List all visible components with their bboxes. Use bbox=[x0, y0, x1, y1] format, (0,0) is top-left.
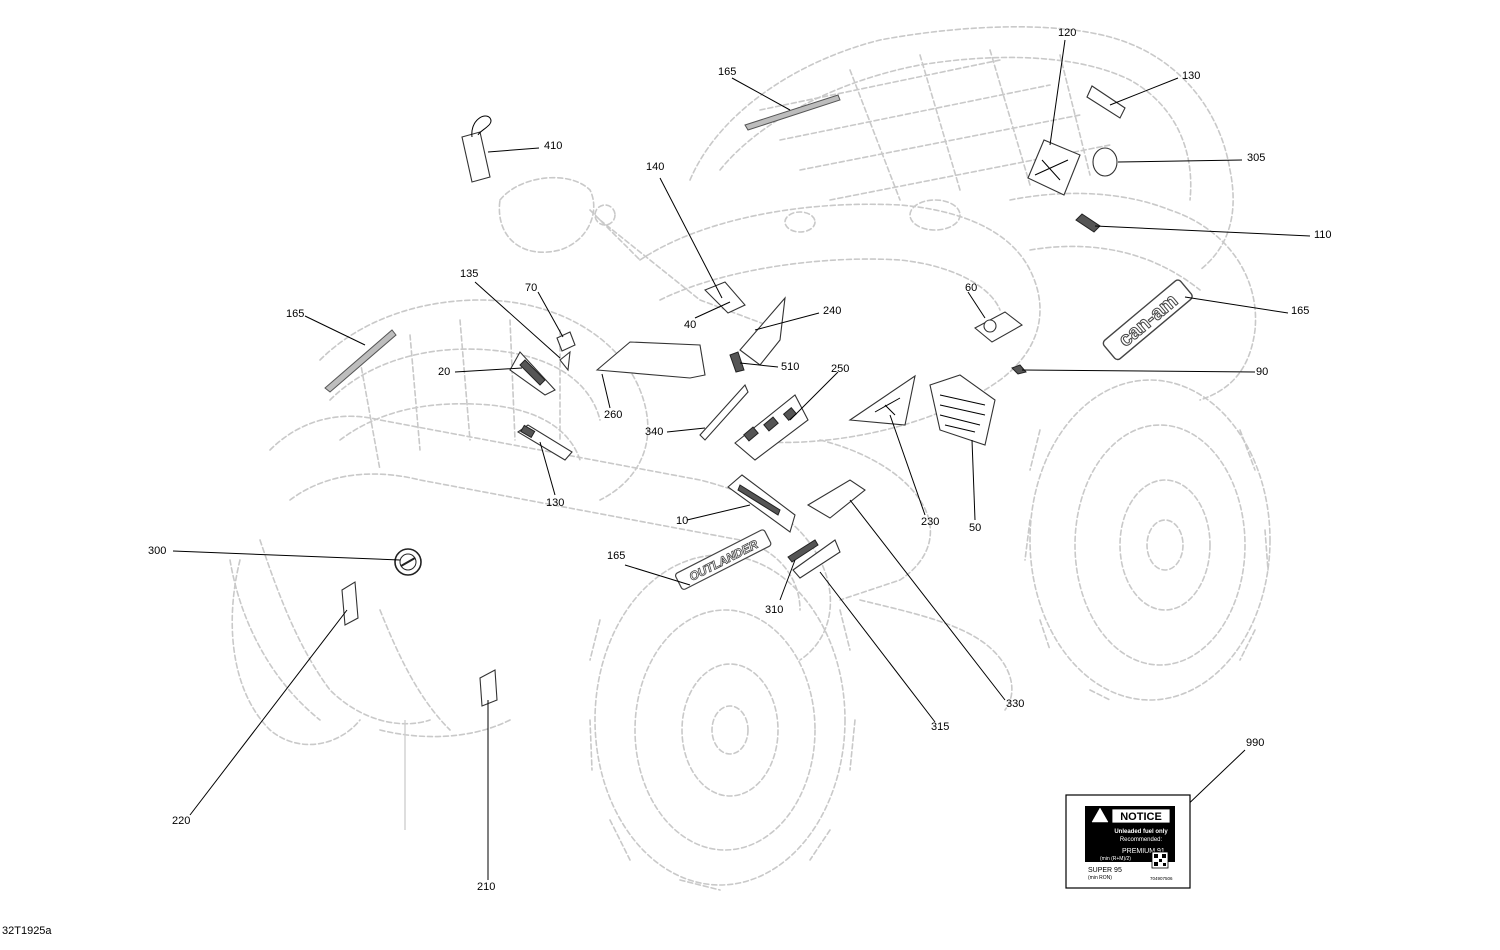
leader-lines bbox=[172, 39, 1311, 880]
fuel-line2: Recommended: bbox=[1120, 837, 1163, 843]
decal-305 bbox=[1092, 147, 1118, 177]
callout-300: 300 bbox=[148, 545, 166, 557]
decal-130-rear bbox=[1086, 85, 1126, 119]
callout-990: 990 bbox=[1246, 737, 1264, 749]
callout-labels: 120 130 165 410 305 140 110 135 70 165 1… bbox=[148, 27, 1332, 893]
decal-120 bbox=[1027, 139, 1081, 196]
callout-110: 110 bbox=[1314, 229, 1332, 241]
decal-110 bbox=[1075, 213, 1101, 233]
callout-70: 70 bbox=[525, 282, 537, 294]
callout-340: 340 bbox=[645, 426, 663, 438]
callout-140: 140 bbox=[646, 161, 664, 173]
callout-130-rear: 130 bbox=[1182, 70, 1200, 82]
callout-510: 510 bbox=[781, 361, 799, 373]
decal-70 bbox=[556, 331, 576, 352]
decal-165-front-strip bbox=[324, 329, 397, 393]
callout-40: 40 bbox=[684, 319, 696, 331]
fuel-grade1: PREMIUM 91 bbox=[1122, 848, 1165, 855]
decal-165-rear-strip bbox=[744, 94, 841, 131]
fuel-notice-label: NOTICE Unleaded fuel only Recommended: P… bbox=[1065, 794, 1191, 889]
callout-165-side: 165 bbox=[1291, 305, 1309, 317]
decal-230 bbox=[848, 374, 916, 426]
decal-330 bbox=[806, 479, 866, 519]
callout-165-hood: 165 bbox=[607, 550, 625, 562]
decal-140 bbox=[704, 281, 746, 314]
callout-60: 60 bbox=[965, 282, 977, 294]
callout-305: 305 bbox=[1247, 152, 1265, 164]
callout-135: 135 bbox=[460, 268, 478, 280]
decal-260 bbox=[595, 341, 706, 379]
callout-210: 210 bbox=[477, 881, 495, 893]
decal-315 bbox=[792, 539, 841, 579]
callout-165-front: 165 bbox=[286, 308, 304, 320]
callout-120: 120 bbox=[1058, 27, 1076, 39]
warning-triangle-icon bbox=[1091, 807, 1109, 823]
qr-code-icon bbox=[1151, 851, 1169, 869]
callout-315: 315 bbox=[931, 721, 949, 733]
fuel-line1: Unleaded fuel only bbox=[1114, 829, 1168, 835]
diagram-reference: 32T1925a bbox=[2, 925, 52, 937]
callout-250: 250 bbox=[831, 363, 849, 375]
decal-510 bbox=[729, 351, 745, 373]
decals: can-am bbox=[324, 85, 1193, 707]
fuel-grade1-note: (min (R+M)/2) bbox=[1100, 856, 1131, 862]
callout-230: 230 bbox=[921, 516, 939, 528]
decal-220 bbox=[341, 581, 359, 626]
fuel-part-number: 704907506 bbox=[1150, 876, 1173, 881]
callout-220: 220 bbox=[172, 815, 190, 827]
decal-can-am: can-am bbox=[1102, 279, 1193, 361]
callout-330: 330 bbox=[1006, 698, 1024, 710]
callout-260: 260 bbox=[604, 409, 622, 421]
callout-165-rear: 165 bbox=[718, 66, 736, 78]
callout-240: 240 bbox=[823, 305, 841, 317]
decal-240 bbox=[739, 296, 786, 366]
callout-20: 20 bbox=[438, 366, 450, 378]
decal-60 bbox=[974, 311, 1023, 343]
decal-340 bbox=[699, 383, 749, 441]
decal-310 bbox=[787, 539, 819, 563]
callout-130-front: 130 bbox=[546, 497, 564, 509]
callout-410: 410 bbox=[544, 140, 562, 152]
callout-90: 90 bbox=[1256, 366, 1268, 378]
decal-90 bbox=[1011, 364, 1027, 375]
fuel-grade2-note: (min RON) bbox=[1088, 875, 1112, 881]
callout-10: 10 bbox=[676, 515, 688, 527]
can-am-text: can-am bbox=[1114, 290, 1182, 352]
hang-tag-410 bbox=[461, 131, 491, 183]
decal-outlander: OUTLANDER bbox=[674, 529, 772, 590]
callout-50: 50 bbox=[969, 522, 981, 534]
callout-310: 310 bbox=[765, 604, 783, 616]
fuel-notice-heading: NOTICE bbox=[1120, 811, 1162, 823]
decal-210 bbox=[479, 669, 498, 707]
decal-135 bbox=[559, 350, 571, 372]
hang-tag-string bbox=[471, 115, 492, 138]
fuel-grade2: SUPER 95 bbox=[1088, 867, 1122, 874]
vehicle-outline bbox=[229, 26, 1271, 891]
